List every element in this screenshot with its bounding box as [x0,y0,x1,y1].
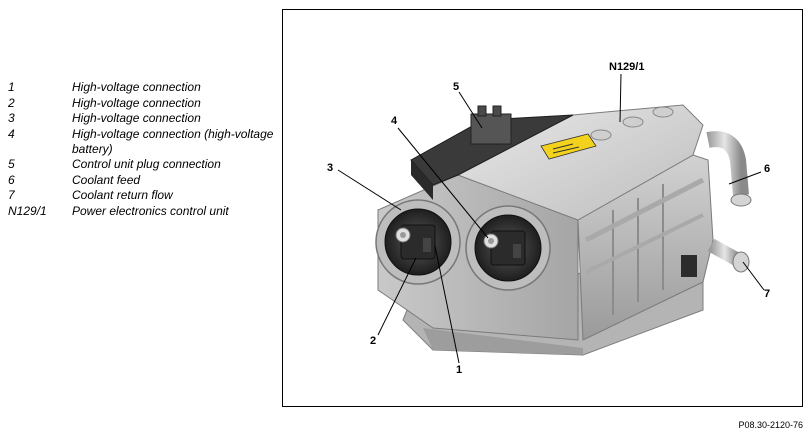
coolant-return-pipe [681,238,750,277]
legend-row: 5 Control unit plug connection [8,157,280,172]
figure-reference-code: P08.30-2120-76 [738,420,803,430]
legend-key: 1 [8,80,15,94]
legend-description: Control unit plug connection [72,157,221,171]
callout-7: 7 [764,288,770,300]
legend-table: 1 High-voltage connection 2 High-voltage… [8,80,280,219]
callout-leaders [337,73,765,364]
callout-n129-1: N129/1 [609,61,644,73]
legend-row: 7 Coolant return flow [8,188,280,203]
legend-key: 3 [8,111,15,125]
legend-description: High-voltage connection [72,80,201,94]
legend-description: Power electronics control unit [72,203,229,218]
leader-line-5 [458,91,483,129]
legend-key: 5 [8,157,15,171]
control-unit-plug [470,105,512,145]
callout-2: 2 [370,335,376,347]
callout-4: 4 [391,115,398,127]
callout-5: 5 [453,81,459,93]
legend-row: N129/1 Power electronics control unit [8,204,280,219]
callout-6: 6 [764,163,770,175]
leader-line-2 [377,257,417,336]
legend-row: 3 High-voltage connection [8,111,280,126]
legend-description: High-voltage connection [72,95,201,110]
legend-row: 2 High-voltage connection [8,96,280,111]
figure-frame: 5 N129/1 3 4 6 7 2 1 [282,9,803,407]
hv-port-left [375,199,461,285]
power-electronics-illustration: 5 N129/1 3 4 6 7 2 1 [327,61,770,376]
legend-description: High-voltage connection [72,111,201,125]
legend-description: Coolant return flow [72,188,173,202]
legend-key: 6 [8,172,15,187]
leader-line-3 [337,169,402,211]
leader-line-4 [397,127,489,239]
top-bosses [590,106,674,141]
hv-port-right [465,205,551,291]
legend-row: 1 High-voltage connection [8,80,280,95]
legend-description: High-voltage connection (high-voltage ba… [72,126,274,156]
legend-description: Coolant feed [72,172,141,187]
legend-row: 4 High-voltage connection (high-voltage … [8,127,280,157]
leader-line-n129 [619,73,622,123]
legend-key: 7 [8,188,15,202]
leader-line-7 [742,261,765,291]
callout-3: 3 [327,162,333,174]
warning-label [540,133,597,160]
legend-key: N129/1 [8,203,47,218]
legend-key: 2 [8,95,15,110]
leader-line-1 [434,245,460,364]
legend-row: 6 Coolant feed [8,173,280,188]
coolant-feed-pipe [706,131,752,207]
callout-1: 1 [456,364,462,376]
leader-line-6 [728,171,762,185]
legend-key: 4 [8,126,15,141]
